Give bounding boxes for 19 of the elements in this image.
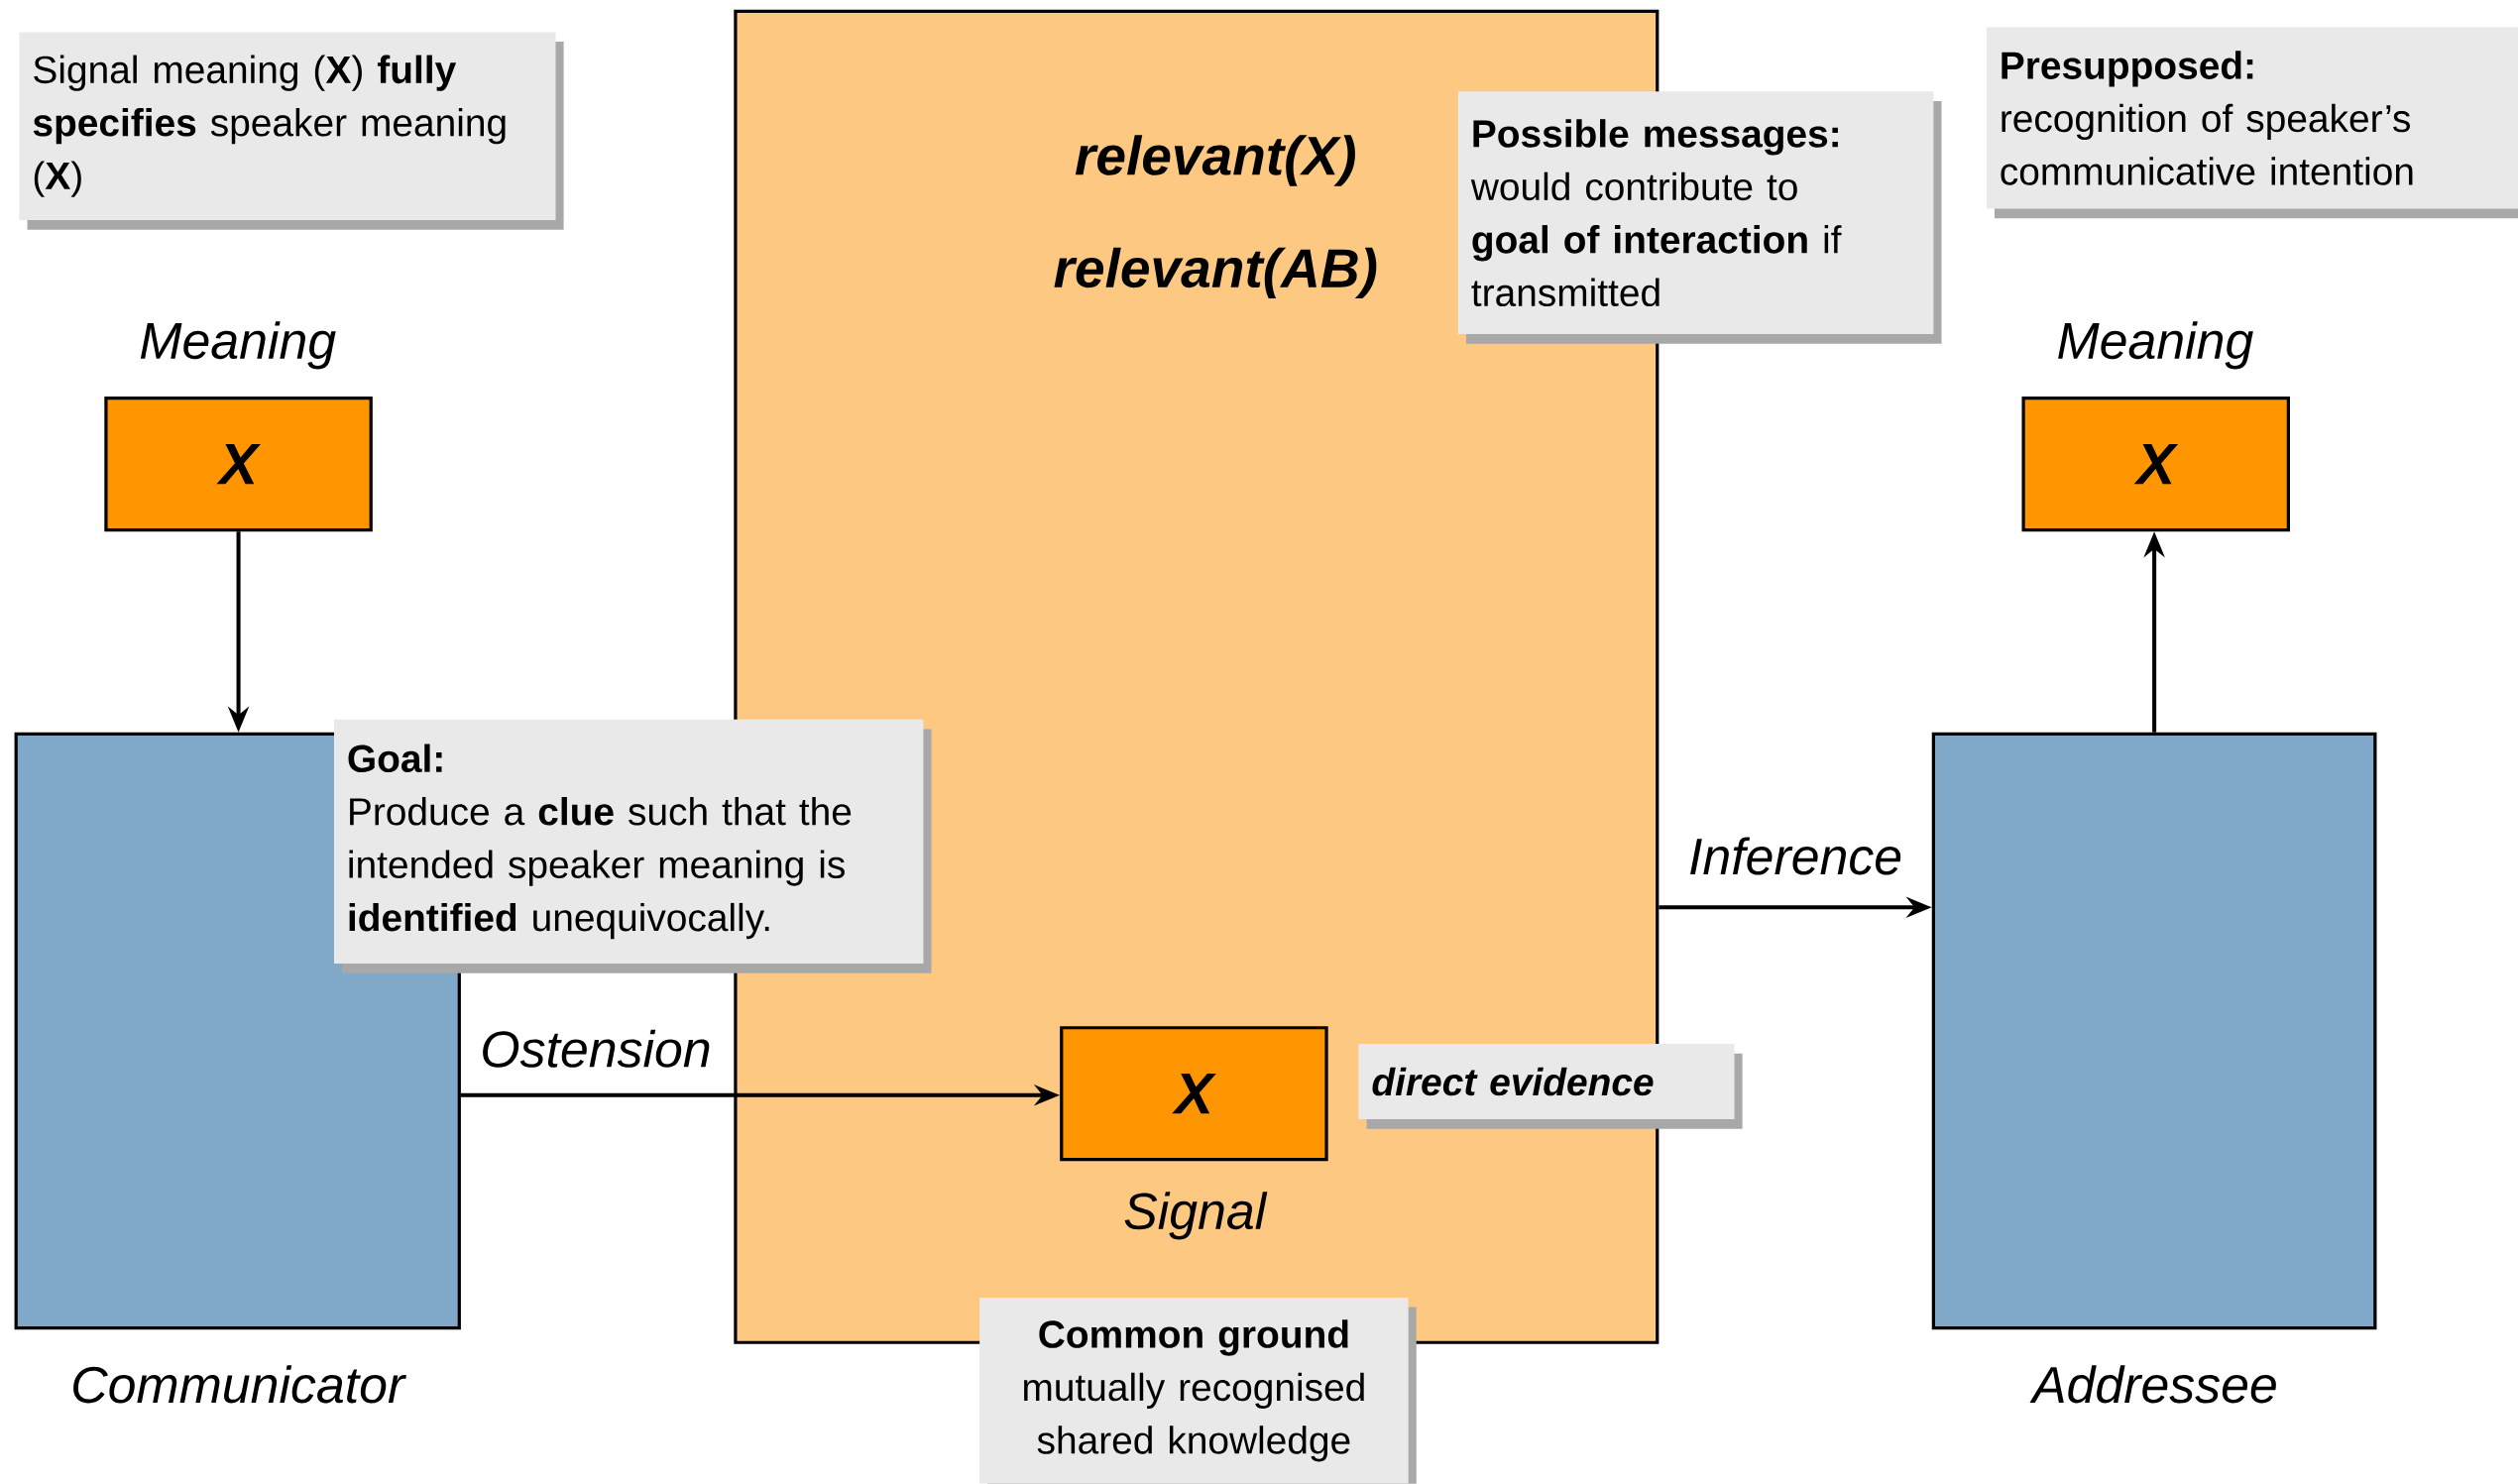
note-box: Goal: Produce a clue such that the intended speaker meaning is identified unequivocally. — [333, 719, 932, 973]
formula-text: relevant(X) — [1075, 135, 1355, 186]
symbol-box: X — [104, 397, 373, 532]
note-box: Presupposed: recognition of speaker’s communicative intention — [1986, 27, 2518, 219]
agent-box — [1931, 732, 2377, 1330]
edge-label: Inference — [1684, 834, 1906, 878]
node-caption: Addressee — [2029, 1365, 2276, 1404]
note-box: Signal meaning (X) fully specifies speaker meaning (X) — [19, 32, 564, 230]
node-caption: Communicator — [73, 1365, 406, 1404]
node-caption: Signal — [1124, 1192, 1268, 1240]
edge-label: Ostension — [477, 1026, 715, 1072]
formula-text: relevant(AB) — [1054, 247, 1377, 299]
note-box: direct evidence — [1358, 1044, 1743, 1129]
symbol-box: X — [2021, 397, 2290, 532]
note-box: Common ground mutually recognised shared knowledge — [979, 1298, 1417, 1484]
note-box: Possible messages: would contribute to goal of interaction if transmitted — [1457, 91, 1942, 344]
node-caption: Meaning — [140, 321, 336, 370]
node-caption: Meaning — [2058, 321, 2253, 370]
symbol-box: X — [1060, 1026, 1328, 1162]
